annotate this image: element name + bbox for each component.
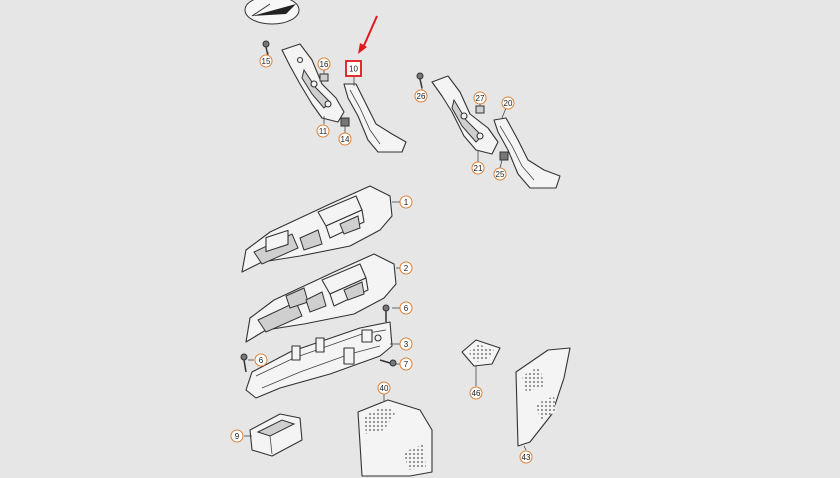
- svg-text:20: 20: [504, 99, 513, 108]
- svg-text:43: 43: [522, 453, 531, 462]
- callout-labels: 15 16 10 11 14 26 27 20: [230, 54, 533, 464]
- screw-6-right: [382, 304, 390, 322]
- svg-text:46: 46: [472, 389, 481, 398]
- switch-panel-2: [245, 253, 397, 343]
- speaker-cover-40: [357, 399, 433, 477]
- svg-text:10: 10: [349, 65, 358, 74]
- callout-3: 3: [399, 337, 413, 351]
- svg-text:27: 27: [476, 94, 485, 103]
- callout-25: 25: [493, 167, 507, 181]
- nut-16: [319, 73, 329, 82]
- callout-7: 7: [399, 357, 413, 371]
- armrest-cover-10: [343, 83, 407, 153]
- nut-27: [475, 105, 485, 114]
- callout-21: 21: [471, 161, 485, 175]
- callout-40: 40: [377, 381, 391, 395]
- callout-6-left: 6: [254, 353, 268, 367]
- callout-46: 46: [469, 386, 483, 400]
- callout-2: 2: [399, 261, 413, 275]
- leader-lines: [244, 52, 527, 451]
- callout-26: 26: [414, 89, 428, 103]
- insert-9: [249, 413, 303, 457]
- svg-text:2: 2: [404, 264, 409, 273]
- svg-text:1: 1: [404, 198, 409, 207]
- svg-text:9: 9: [235, 432, 240, 441]
- svg-text:3: 3: [404, 340, 409, 349]
- callout-10-highlighted: 10: [345, 60, 362, 77]
- nut-14: [340, 117, 350, 127]
- svg-text:16: 16: [320, 60, 329, 69]
- callout-27: 27: [473, 91, 487, 105]
- svg-text:15: 15: [262, 57, 271, 66]
- callout-15: 15: [259, 54, 273, 68]
- screw-7: [379, 359, 397, 367]
- svg-text:21: 21: [474, 164, 483, 173]
- callout-11: 11: [316, 124, 330, 138]
- screw-26: [416, 72, 424, 89]
- speaker-grille-43: [515, 347, 571, 447]
- svg-text:7: 7: [404, 360, 409, 369]
- carrier-frame-3: [245, 321, 393, 399]
- svg-text:14: 14: [341, 135, 350, 144]
- bracket-11: [281, 43, 345, 123]
- armrest-cover-20: [493, 117, 561, 189]
- callout-1: 1: [399, 195, 413, 209]
- screw-6-left: [240, 353, 248, 373]
- callout-6-right: 6: [399, 301, 413, 315]
- svg-text:11: 11: [319, 127, 328, 136]
- callout-9: 9: [230, 429, 244, 443]
- svg-text:26: 26: [417, 92, 426, 101]
- svg-text:6: 6: [259, 356, 264, 365]
- svg-text:25: 25: [496, 170, 505, 179]
- callout-43: 43: [519, 450, 533, 464]
- red-arrow-icon: [358, 15, 378, 54]
- callout-14: 14: [338, 132, 352, 146]
- switch-panel-1: [241, 185, 393, 273]
- grille-46: [461, 339, 501, 367]
- callout-16: 16: [317, 57, 331, 71]
- nut-25: [499, 151, 509, 161]
- svg-text:6: 6: [404, 304, 409, 313]
- callout-20: 20: [501, 96, 515, 110]
- bracket-21: [431, 75, 499, 155]
- svg-text:40: 40: [380, 384, 389, 393]
- view-angle-icon: [244, 0, 300, 25]
